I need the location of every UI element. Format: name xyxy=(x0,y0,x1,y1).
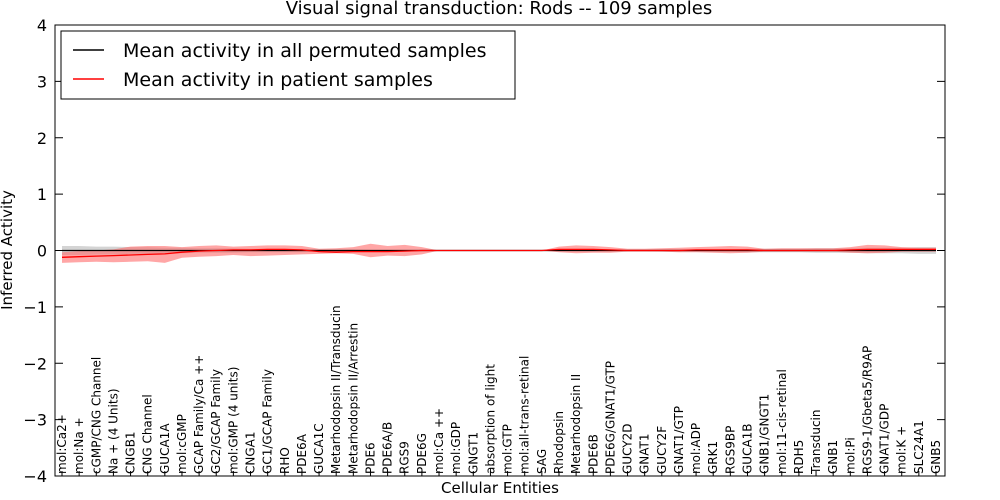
x-tick-label: GUCA1C xyxy=(312,423,326,474)
x-tick-label: PDE6 xyxy=(364,442,378,474)
band-patient xyxy=(62,243,936,263)
plot-area xyxy=(61,243,936,263)
y-tick-label: −4 xyxy=(23,467,47,486)
x-tick-label: GNB1 xyxy=(826,440,840,474)
x-tick-label: SLC24A1 xyxy=(912,420,926,474)
x-tick-label: Metarhodopsin II/Transducin xyxy=(329,305,343,474)
x-tick-label: PDE6G/GNAT1/GTP xyxy=(603,361,617,474)
x-tick-label: CNG Channel xyxy=(141,394,155,474)
x-tick-label: mol:Pi xyxy=(843,437,857,474)
x-tick-label: GNB5 xyxy=(929,440,943,474)
y-tick-label: 4 xyxy=(37,16,47,35)
x-tick-label: RHO xyxy=(278,447,292,474)
legend-label-permuted: Mean activity in all permuted samples xyxy=(123,40,486,62)
x-tick-label: GNAT1 xyxy=(638,434,652,475)
x-tick-label: mol:GMP (4 units) xyxy=(226,367,240,474)
x-tick-label: CNGB1 xyxy=(124,431,138,474)
x-tick-label: PDE6G xyxy=(415,433,429,474)
x-tick-label: mol:Ca ++ xyxy=(432,408,446,474)
x-tick-label: Metarhodopsin II xyxy=(569,374,583,474)
legend-box xyxy=(60,30,516,100)
x-tick-label: GCAP Family/Ca ++ xyxy=(192,355,206,474)
x-tick-label: mol:Ca2+ xyxy=(55,414,69,474)
x-tick-label: mol:GTP xyxy=(501,424,515,474)
x-tick-label: SAG xyxy=(535,449,549,474)
x-tick-label: GNAT1/GTP xyxy=(672,406,686,474)
x-tick-label: GUCY2D xyxy=(621,424,635,474)
x-tick-label: Metarhodopsin II/Arrestin xyxy=(346,323,360,474)
y-tick-label: 1 xyxy=(37,185,47,204)
legend-label-patient: Mean activity in patient samples xyxy=(123,69,433,91)
x-tick-label: RDH5 xyxy=(792,440,806,474)
x-tick-label: mol:Na + xyxy=(72,417,86,474)
y-axis: −4 −3 −2 −1 0 1 2 3 4 xyxy=(23,16,945,486)
x-tick-label: GUCA1B xyxy=(741,423,755,474)
y-tick-label: 2 xyxy=(37,129,47,148)
x-tick-label: GNAT1/GDP xyxy=(878,404,892,474)
y-tick-label: 3 xyxy=(37,72,47,91)
x-tick-label: Rhodopsin xyxy=(552,411,566,474)
x-tick-label: mol:ADP xyxy=(689,423,703,474)
x-tick-label: RGS9BP xyxy=(723,426,737,474)
y-tick-label: −1 xyxy=(23,298,47,317)
x-tick-label: cGMP/CNG Channel xyxy=(89,357,103,474)
x-tick-label: mol:11-cis-retinal xyxy=(775,369,789,474)
x-axis-title: Cellular Entities xyxy=(441,479,559,497)
x-tick-label: GC2/GCAP Family xyxy=(209,369,223,474)
x-tick-label: PDE6A/B xyxy=(381,422,395,474)
x-tick-label: CNGA1 xyxy=(244,431,258,474)
x-tick-label: Na + (4 Units) xyxy=(106,388,120,474)
y-tick-label: −3 xyxy=(23,411,47,430)
x-tick-label: absorption of light xyxy=(483,364,497,474)
x-tick-label: RGS9 xyxy=(398,441,412,474)
x-tick-label: mol:cGMP xyxy=(175,414,189,474)
x-tick-label: GRK1 xyxy=(706,441,720,474)
x-tick-label: GUCA1A xyxy=(158,423,172,474)
x-tick-label: GNB1/GNGT1 xyxy=(758,394,772,474)
chart-title: Visual signal transduction: Rods -- 109 … xyxy=(286,0,713,19)
x-tick-label: GUCY2F xyxy=(655,426,669,474)
x-tick-label: RGS9-1/Gbeta5/R9AP xyxy=(861,346,875,474)
series-line-patient xyxy=(61,248,936,258)
x-tick-label: Transducin xyxy=(809,409,823,474)
x-tick-label: mol:K + xyxy=(895,426,909,474)
x-tick-label: mol:all-trans-retinal xyxy=(518,356,532,474)
y-tick-label: 0 xyxy=(37,242,47,261)
x-tick-label: PDE6B xyxy=(586,434,600,474)
y-axis-title: Inferred Activity xyxy=(0,190,16,310)
legend: Mean activity in all permuted samples Me… xyxy=(60,30,516,100)
x-tick-label: GNGT1 xyxy=(466,432,480,474)
x-tick-label: mol:GDP xyxy=(449,422,463,474)
x-tick-label: GC1/GCAP Family xyxy=(261,369,275,474)
x-tick-label: PDE6A xyxy=(295,433,309,474)
y-tick-label: −2 xyxy=(23,354,47,373)
